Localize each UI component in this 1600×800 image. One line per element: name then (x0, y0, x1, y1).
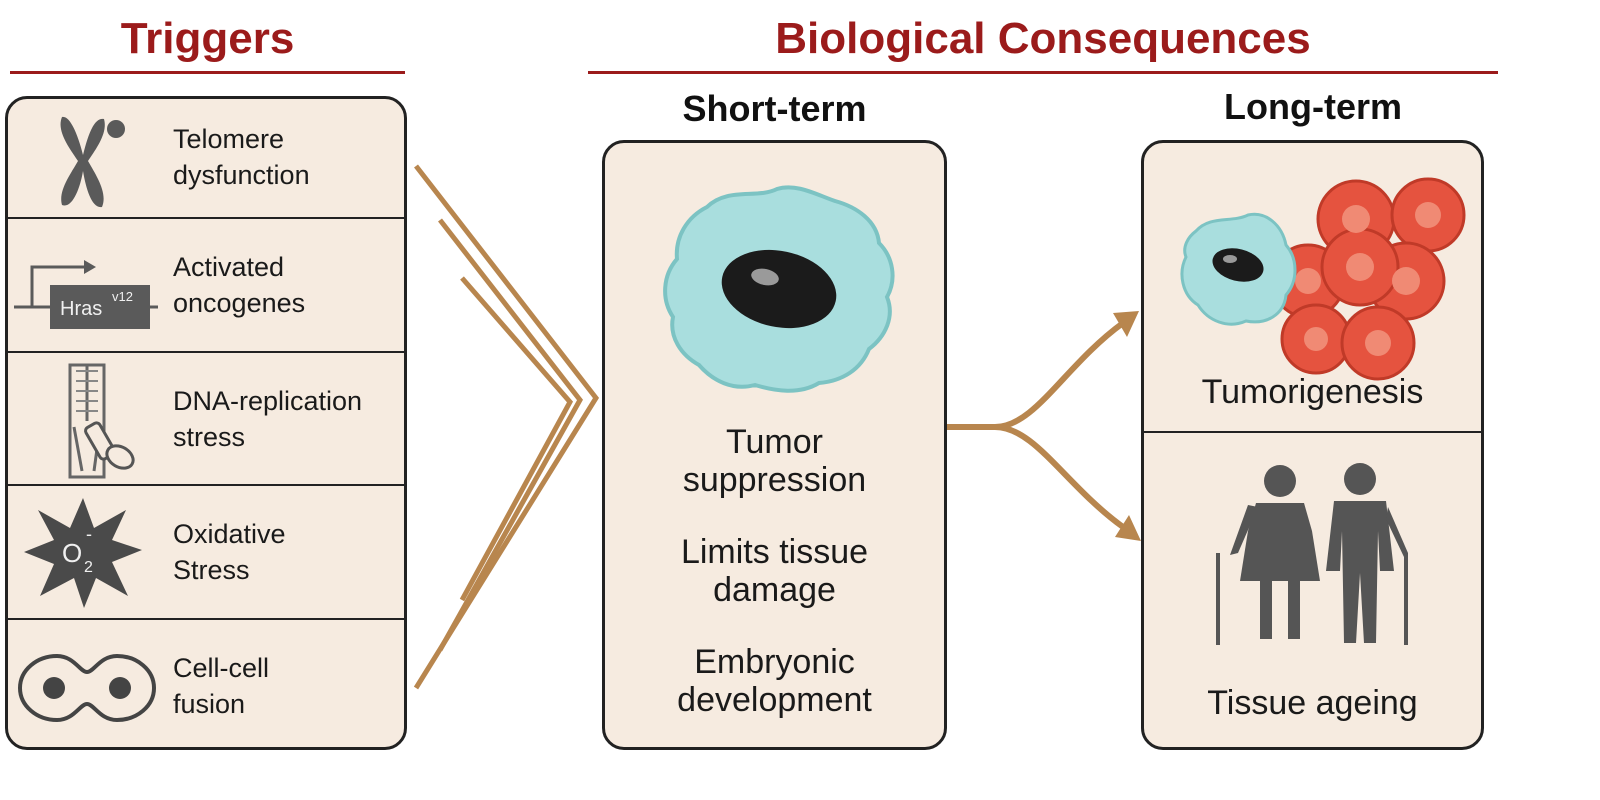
short-term-item-line2: damage (713, 571, 836, 609)
consequences-rule (588, 71, 1498, 74)
senescent-cell-icon (663, 185, 895, 393)
short-term-item-line1: Limits tissue (680, 533, 869, 571)
short-term-item-line1: Tumor (726, 423, 823, 461)
trigger-label-line1: Telomere (173, 124, 285, 154)
dna-zipper-icon (68, 363, 135, 479)
short-term-panel: Tumor suppression Limits tissue damage E… (602, 140, 947, 750)
branch-arrow (947, 311, 1141, 541)
trigger-label-line1: Activated (173, 252, 285, 282)
trigger-label-line1: Oxidative (173, 519, 286, 549)
trigger-cell-fusion: Cell-cell fusion (8, 618, 404, 747)
gene-name: Hras (60, 298, 102, 320)
superoxide-superscript: - (86, 524, 92, 544)
long-term-heading: Long-term (1224, 86, 1402, 127)
short-term-item-line1: Embryonic (694, 643, 855, 681)
short-term-heading: Short-term (682, 88, 867, 129)
triggers-panel: Telomere dysfunction Hras v12 Activated … (5, 96, 407, 750)
gene-superscript: v12 (112, 289, 133, 304)
elderly-couple-icon (1216, 463, 1408, 645)
tumorigenesis-label: Tumorigenesis (1201, 373, 1424, 411)
trigger-oncogenes: Hras v12 Activated oncogenes (8, 217, 404, 351)
trigger-label-line2: stress (173, 422, 246, 452)
long-term-divider (1144, 431, 1481, 433)
chromosome-icon (60, 116, 125, 208)
consequences-heading: Biological Consequences (775, 14, 1311, 63)
trigger-label-line2: oncogenes (173, 288, 306, 318)
trigger-label-line1: DNA-replication (173, 386, 363, 416)
superoxide-icon: O 2 - (24, 498, 142, 608)
short-term-item-line2: suppression (682, 461, 867, 499)
long-term-panel: Tumorigenesis Tissue ageing (1141, 140, 1484, 750)
gene-icon: Hras v12 (14, 260, 158, 329)
trigger-telomere: Telomere dysfunction (8, 99, 404, 217)
trigger-dna-replication: DNA-replication stress (8, 351, 404, 484)
trigger-label-line2: fusion (173, 689, 246, 719)
superoxide-subscript: 2 (84, 559, 93, 576)
superoxide-symbol: O (62, 538, 82, 568)
trigger-label-line2: dysfunction (173, 160, 310, 190)
short-term-item-line2: development (677, 681, 872, 719)
cell-fusion-icon (17, 653, 157, 723)
trigger-label-line1: Cell-cell (173, 653, 270, 683)
trigger-label-line2: Stress (173, 555, 250, 585)
tissue-ageing-label: Tissue ageing (1207, 684, 1418, 722)
triggers-rule (10, 71, 405, 74)
triggers-heading: Triggers (120, 14, 295, 63)
trigger-oxidative: O 2 - Oxidative Stress (8, 484, 404, 618)
tumor-cells-icon (1180, 177, 1466, 381)
convergence-arrow (413, 164, 600, 690)
